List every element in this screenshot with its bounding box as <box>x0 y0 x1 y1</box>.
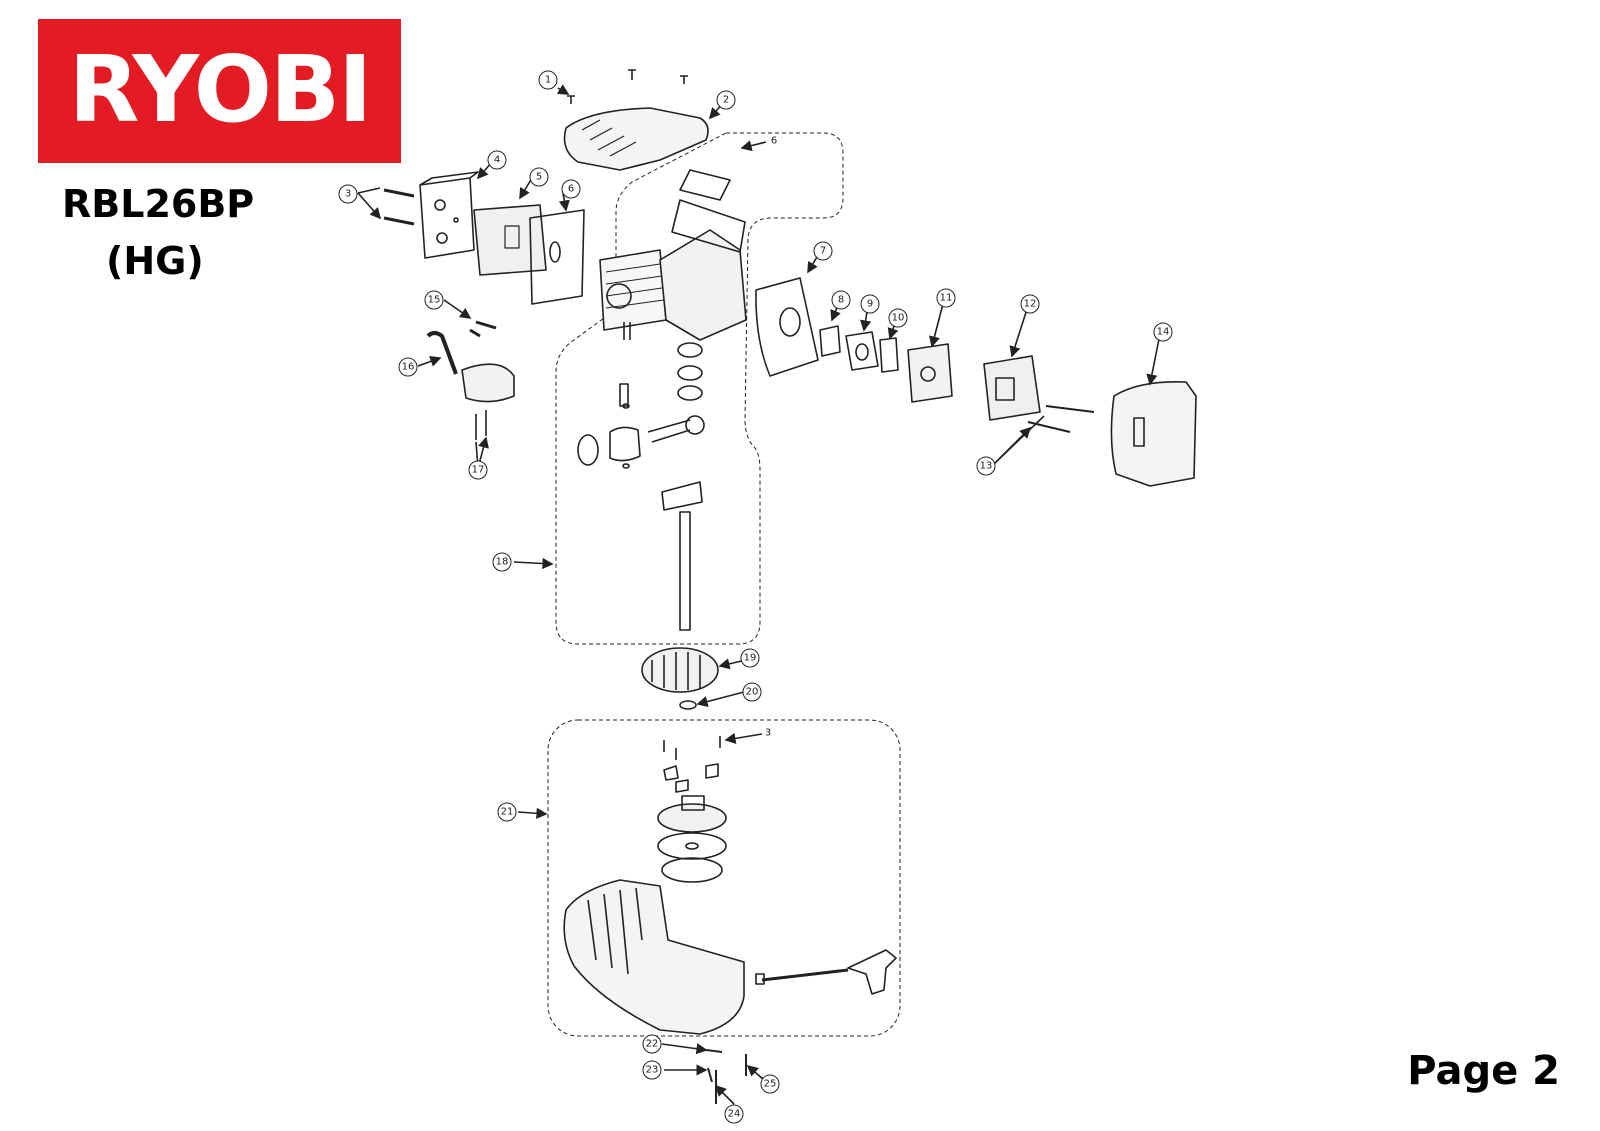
callout-17: 17 <box>472 465 485 476</box>
model-variant: (HG) <box>106 239 204 283</box>
starter-plate <box>661 857 723 883</box>
filter-plate <box>529 209 585 305</box>
callout-18: 18 <box>496 557 509 568</box>
insulator <box>845 331 879 371</box>
muffler-gasket <box>679 169 731 201</box>
cylinder <box>599 249 667 331</box>
callout-2: 2 <box>723 95 729 106</box>
callout-15: 15 <box>428 295 441 306</box>
intake-gasket <box>819 325 841 357</box>
callout-3b: 3 <box>765 728 771 739</box>
ignition-coil <box>461 363 515 403</box>
ryobi-logo: RYOBI <box>38 19 401 163</box>
air-box <box>983 355 1041 421</box>
callout-5: 5 <box>536 172 542 183</box>
piston <box>609 426 641 462</box>
carburetor <box>907 343 953 403</box>
spark-plug-boot <box>426 331 458 375</box>
callout-7: 7 <box>820 246 826 257</box>
crankcase <box>659 229 747 341</box>
starter-handle <box>847 949 897 995</box>
callout-22: 22 <box>646 1039 659 1050</box>
air-filter-cover <box>419 171 479 259</box>
crankshaft <box>661 481 703 511</box>
side-shroud <box>755 277 819 377</box>
air-cleaner-cover <box>1110 380 1197 487</box>
recoil-starter-boundary <box>547 719 901 1037</box>
starter-rope <box>761 968 849 982</box>
callout-21: 21 <box>501 807 514 818</box>
flywheel <box>641 647 719 693</box>
page-number: Page 2 <box>1407 1048 1560 1094</box>
callout-12: 12 <box>1024 299 1037 310</box>
callout-4: 4 <box>494 155 500 166</box>
callout-19: 19 <box>744 653 757 664</box>
callout-16: 16 <box>402 362 415 373</box>
callout-labels: 1 2 3 4 5 6 6 7 8 9 10 11 12 13 14 15 16… <box>345 75 1170 1120</box>
callout-10: 10 <box>892 313 905 324</box>
callout-9: 9 <box>867 299 873 310</box>
connecting-rod <box>647 419 691 443</box>
starter-pulley <box>657 803 727 833</box>
starter-spring <box>657 832 727 860</box>
starter-housing <box>563 879 745 1035</box>
engine-assembly-boundary <box>555 132 844 645</box>
callout-11: 11 <box>940 293 953 304</box>
logo-text: RYOBI <box>68 36 373 143</box>
callout-23: 23 <box>646 1065 659 1076</box>
callout-13: 13 <box>980 461 993 472</box>
model-number: RBL26BP <box>62 182 255 226</box>
callout-14: 14 <box>1157 327 1170 338</box>
callout-3: 3 <box>345 189 351 200</box>
callout-6a: 6 <box>568 184 574 195</box>
callout-1: 1 <box>545 75 551 86</box>
callout-24: 24 <box>728 1109 741 1120</box>
spark-plug <box>469 320 497 338</box>
carb-gasket <box>879 337 899 373</box>
callout-20: 20 <box>746 687 759 698</box>
air-filter-element <box>473 204 547 276</box>
callout-8: 8 <box>838 295 844 306</box>
callout-25: 25 <box>764 1079 777 1090</box>
callout-6b: 6 <box>771 136 777 147</box>
top-cover <box>563 107 709 171</box>
